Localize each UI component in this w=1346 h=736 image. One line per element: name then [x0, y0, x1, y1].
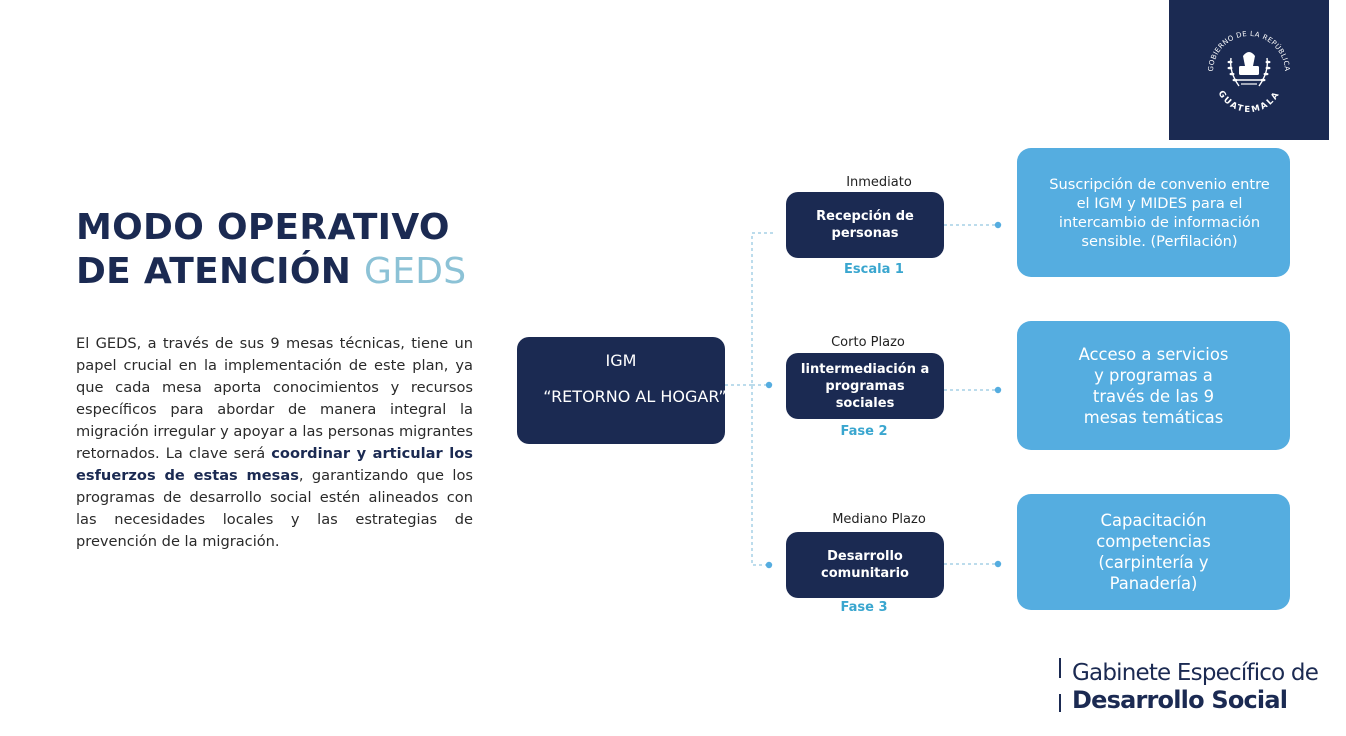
result-box-1: Suscripción de convenio entre el IGM y M…	[1017, 148, 1290, 277]
result-box-3: Capacitación competencias (carpintería y…	[1017, 494, 1290, 610]
connector-dot	[994, 560, 1002, 568]
step-2-box: Iintermediación a programas sociales	[786, 353, 944, 419]
step-3-timeframe: Mediano Plazo	[832, 512, 926, 527]
main-node-line-2: “RETORNO AL HOGAR”	[543, 387, 727, 406]
step-3-box: Desarrollo comunitario	[786, 532, 944, 598]
step-1-timeframe: Inmediato	[846, 175, 912, 190]
result-box-2: Acceso a servicios y programas a través …	[1017, 321, 1290, 450]
step-2-label: Iintermediación a programas sociales	[800, 361, 930, 411]
connector-dot	[994, 221, 1002, 229]
description-part-2: , garantizando que los programas de desa…	[76, 467, 473, 550]
title-line-2: DE ATENCIÓN GEDS	[76, 250, 516, 294]
step-2-phase: Fase 2	[840, 424, 888, 439]
result-3-text: Capacitación competencias (carpintería y…	[1096, 511, 1211, 593]
step-3-label: Desarrollo comunitario	[821, 549, 909, 581]
description-part-1: El GEDS, a través de sus 9 mesas técnica…	[76, 335, 473, 462]
description-bold: coordinar y articular los esfuerzos de e…	[76, 445, 473, 484]
description-paragraph: El GEDS, a través de sus 9 mesas técnica…	[76, 333, 473, 553]
title-line-2-main: DE ATENCIÓN	[76, 251, 352, 292]
footer-logo-line-1: Gabinete Específico de	[1072, 660, 1319, 686]
step-1-label: Recepción de personas	[816, 209, 914, 241]
footer-logo-bar	[1059, 658, 1061, 678]
title-accent: GEDS	[364, 251, 467, 292]
main-node-igm: IGM “RETORNO AL HOGAR”	[517, 337, 727, 444]
step-3-phase: Fase 3	[840, 600, 888, 615]
connector-dot	[994, 386, 1002, 394]
connector-dot	[765, 381, 773, 389]
connector-dot	[765, 561, 773, 569]
result-2-text: Acceso a servicios y programas a través …	[1078, 344, 1229, 427]
step-2-timeframe: Corto Plazo	[831, 335, 905, 350]
seal-emblem-icon: GOBIERNO DE LA REPÚBLICA GUATEMALA	[1207, 30, 1291, 115]
page-title: MODO OPERATIVO DE ATENCIÓN GEDS	[76, 206, 516, 294]
connector-trunk	[751, 232, 773, 566]
main-node-line-1: IGM	[605, 351, 637, 370]
government-seal: GOBIERNO DE LA REPÚBLICA GUATEMALA	[1169, 0, 1329, 140]
result-1-text: Suscripción de convenio entre el IGM y M…	[1049, 175, 1270, 250]
footer-logo-bar	[1059, 694, 1061, 712]
title-line-1: MODO OPERATIVO	[76, 207, 450, 248]
step-1-phase: Escala 1	[844, 262, 904, 277]
footer-logo-line-2: Desarrollo Social	[1072, 686, 1288, 714]
step-1-box: Recepción de personas	[786, 192, 944, 258]
